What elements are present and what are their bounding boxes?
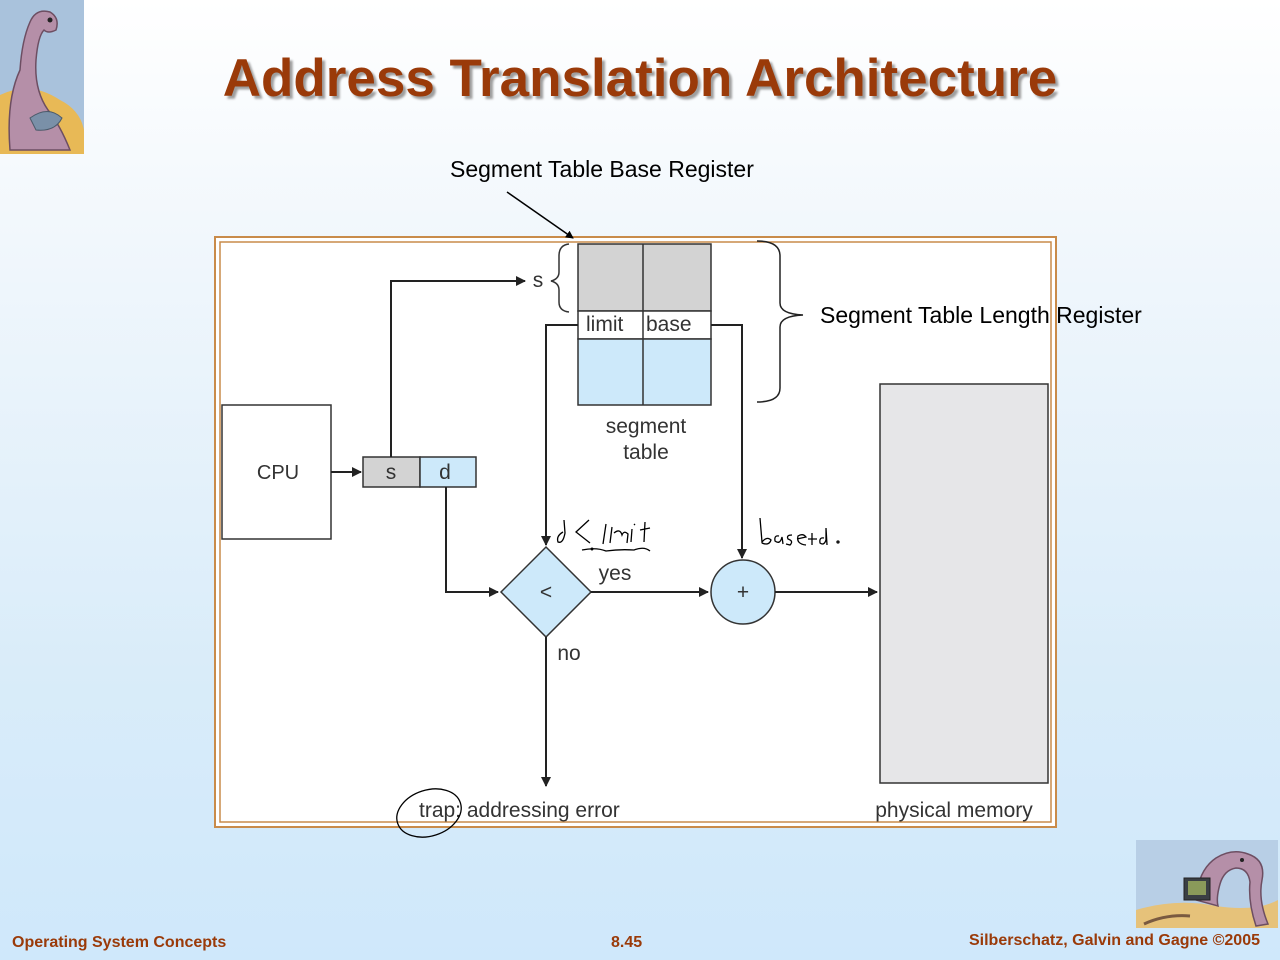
segment-table-base-register-label: Segment Table Base Register xyxy=(450,156,754,182)
s-to-table-arrow xyxy=(390,276,526,457)
footer-course-title: Operating System Concepts xyxy=(12,934,227,951)
cpu-box xyxy=(221,404,332,540)
slide-title: Address Translation Architecture xyxy=(222,49,1058,108)
address-s-label: s xyxy=(386,461,397,484)
segment-table-length-register-label: Segment Table Length Register xyxy=(820,302,1142,328)
physical-memory-box xyxy=(879,383,1049,784)
cpu-label: CPU xyxy=(257,462,299,484)
address-s-field xyxy=(362,456,421,488)
base-to-adder-arrow xyxy=(711,324,747,559)
address-d-label: d xyxy=(439,461,451,484)
physical-memory-label: physical memory xyxy=(875,799,1033,822)
yes-label: yes xyxy=(599,562,632,585)
limit-header: limit xyxy=(586,313,623,336)
segment-table-caption-line1: segment xyxy=(606,415,687,438)
length-register-brace xyxy=(756,240,804,403)
adder-symbol: + xyxy=(737,581,749,604)
handwritten-trap-circle xyxy=(396,788,462,838)
handwritten-adder-note xyxy=(759,517,840,546)
segment-table-caption-line2: table xyxy=(623,441,669,464)
d-to-compare-arrow xyxy=(445,487,499,597)
handwritten-compare-note xyxy=(556,519,651,552)
trap-label: trap: addressing error xyxy=(419,799,620,822)
compare-symbol: < xyxy=(540,581,552,604)
footer-slide-number: 8.45 xyxy=(611,934,643,951)
address-d-field xyxy=(419,456,477,488)
segment-table xyxy=(577,243,712,406)
limit-to-compare-arrow xyxy=(541,324,578,546)
base-register-arrow xyxy=(506,191,574,239)
dinosaur-logo-top xyxy=(0,0,84,154)
dinosaur-logo-bottom xyxy=(1136,840,1278,928)
segment-index-label: s xyxy=(533,269,544,292)
segment-index-brace xyxy=(550,243,570,313)
footer-copyright: Silberschatz, Galvin and Gagne ©2005 xyxy=(968,932,1260,949)
base-header: base xyxy=(646,313,692,336)
no-label: no xyxy=(557,642,580,665)
